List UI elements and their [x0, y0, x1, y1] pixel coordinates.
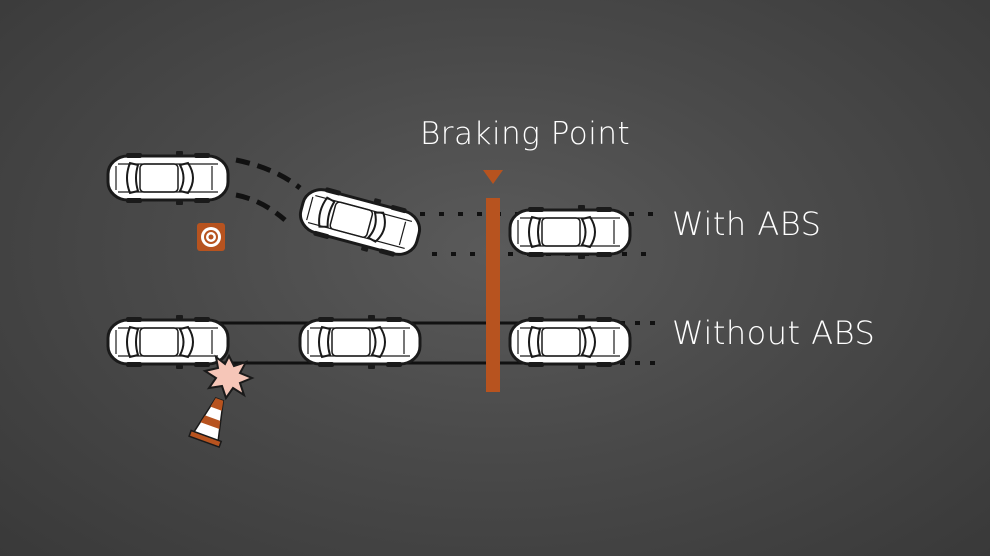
without-abs-car-middle [298, 313, 422, 371]
braking-point-arrow [483, 170, 503, 184]
braking-point-label: Braking Point [420, 116, 631, 152]
impact-burst-icon [202, 353, 255, 401]
without-abs-label: Without ABS [672, 314, 876, 352]
with-abs-car-stopped [508, 203, 632, 261]
traffic-cone-icon [188, 397, 225, 449]
without-abs-car-start [106, 313, 230, 371]
braking-point-line [486, 198, 500, 392]
without-abs-car-stopped [508, 313, 632, 371]
with-abs-label: With ABS [672, 205, 822, 243]
with-abs-car-start [106, 149, 230, 207]
with-abs-car-swerving [293, 178, 427, 266]
target-icon [197, 223, 225, 251]
